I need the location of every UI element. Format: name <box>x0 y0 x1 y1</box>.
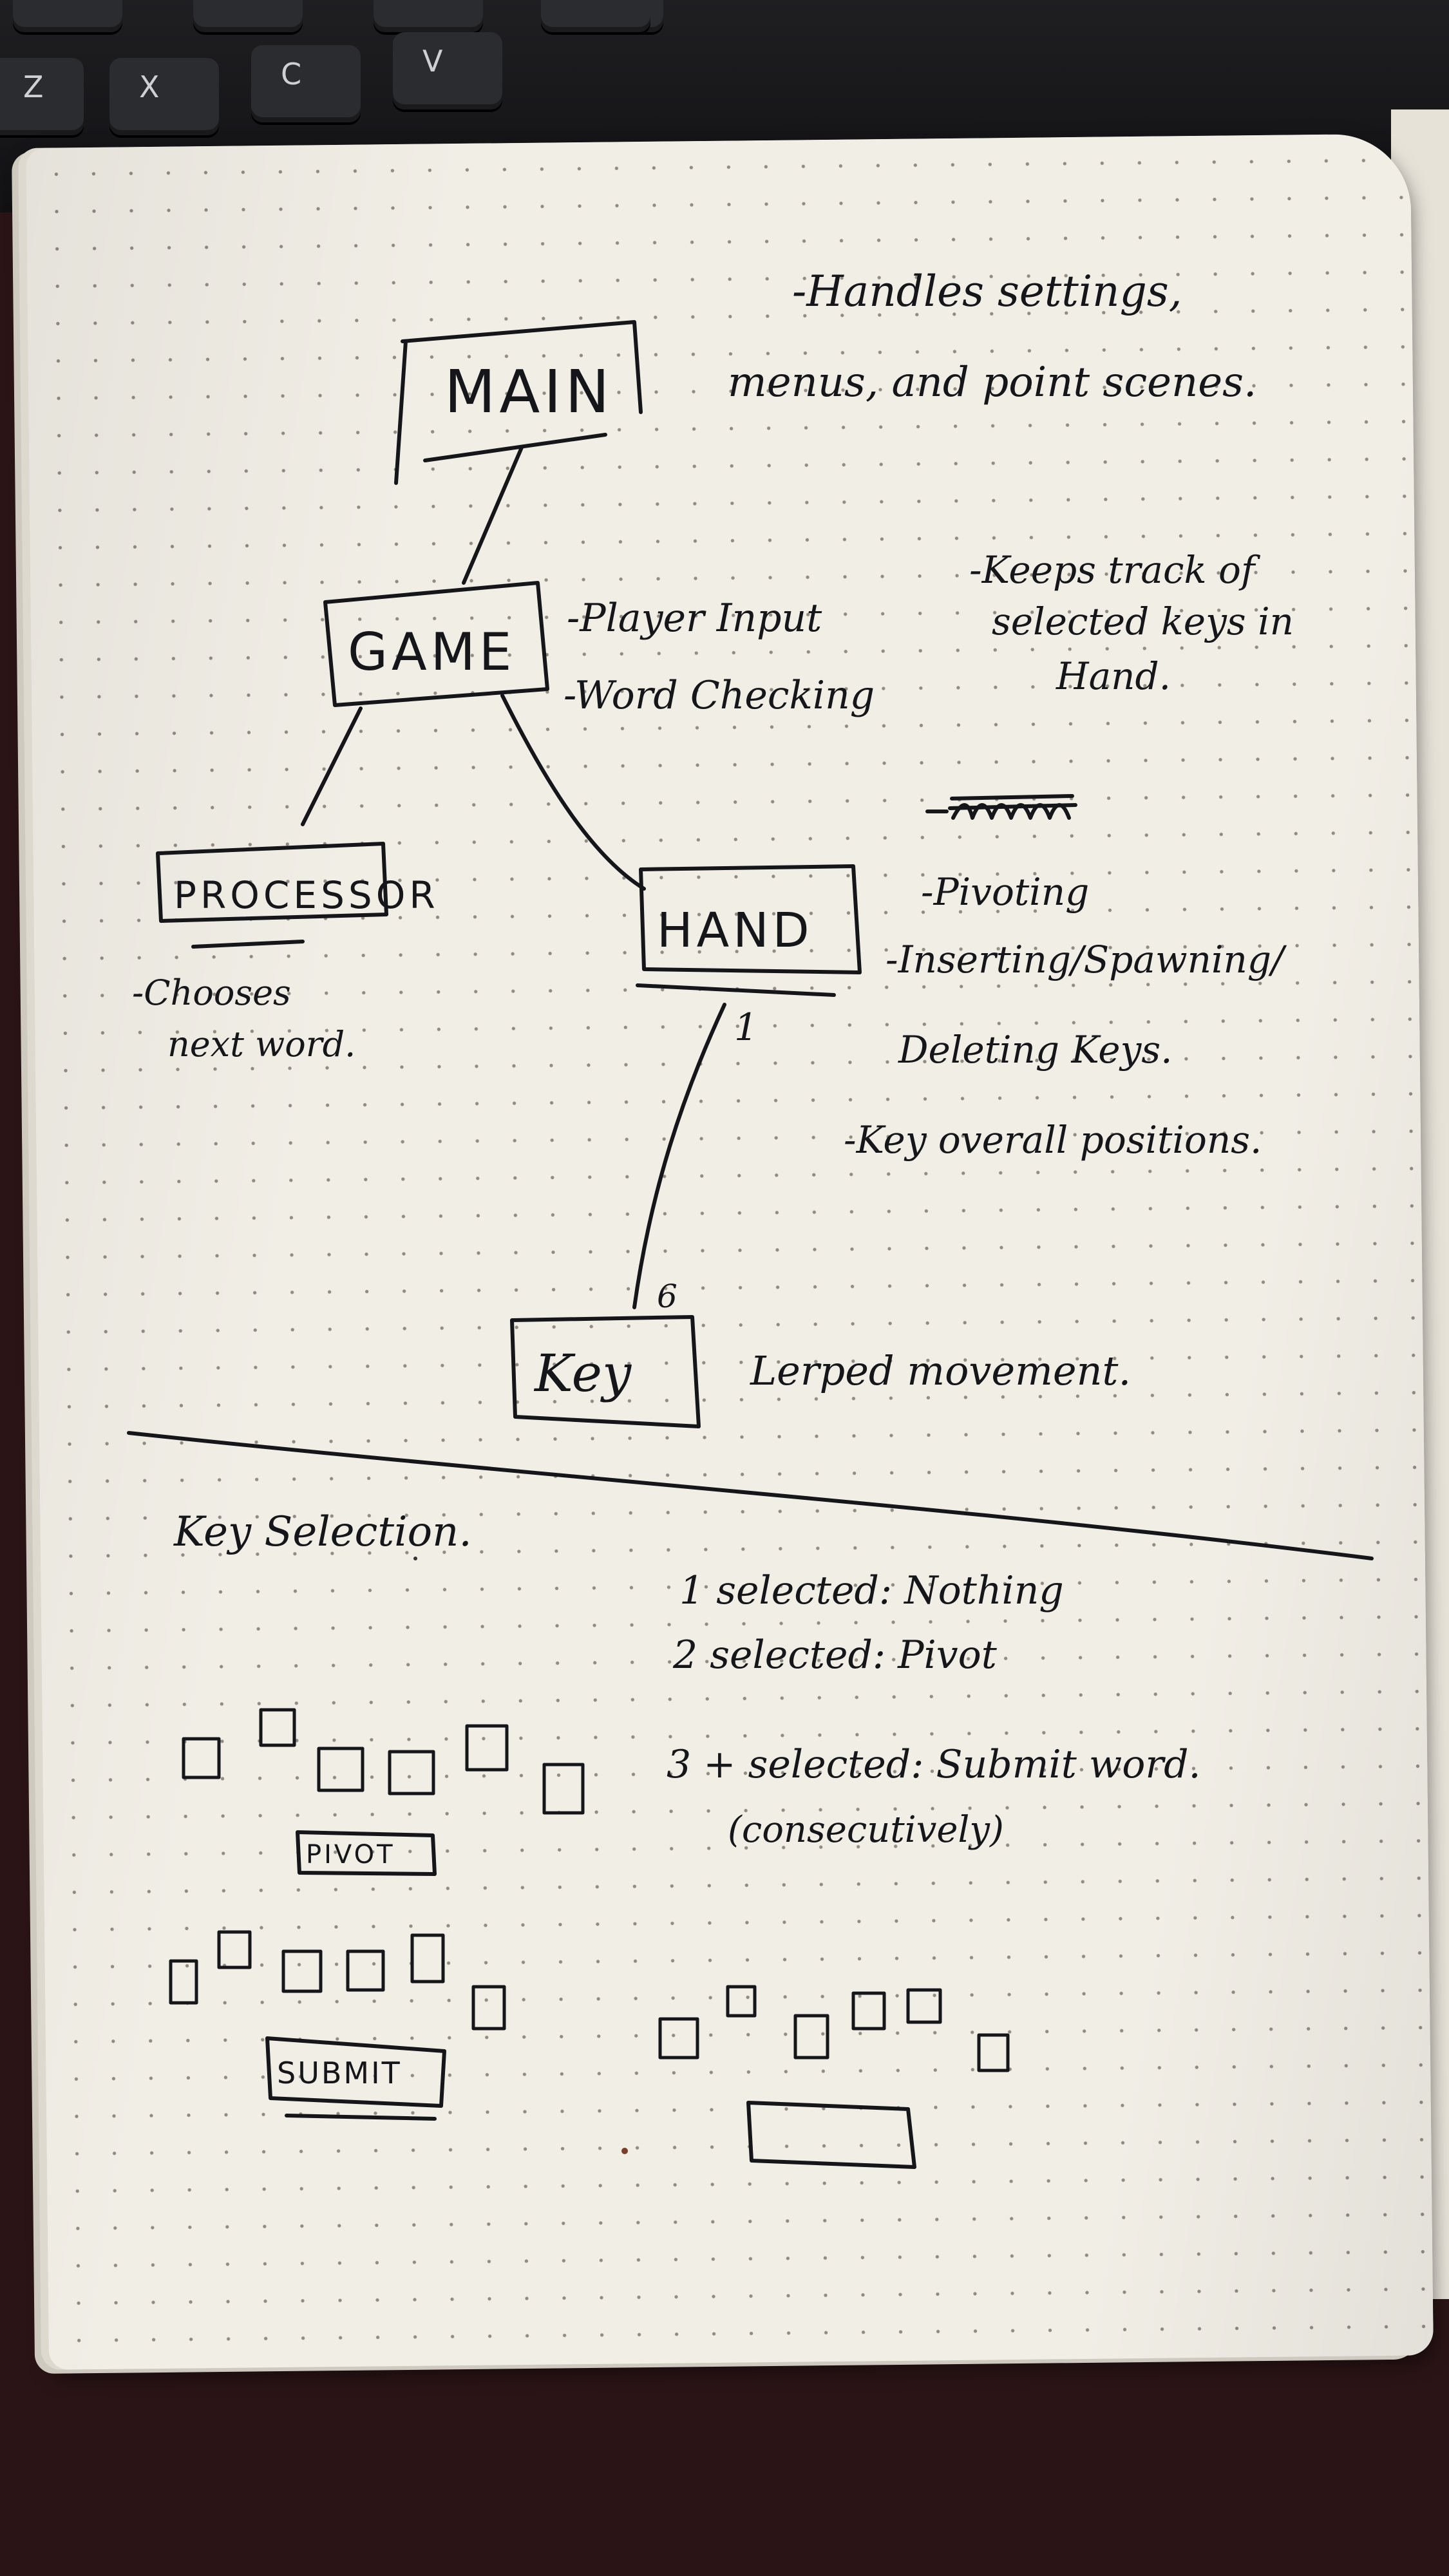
example-submit-keys <box>169 1930 506 2031</box>
submit-button-label: SUBMIT <box>277 2056 402 2090</box>
selection-rule-2: 2 selected: Pivot <box>672 1633 998 1678</box>
key-square <box>388 1750 435 1795</box>
note-game-right-2: selected keys in <box>992 600 1294 643</box>
keyboard-key-label: B <box>592 0 613 1</box>
edge-game-hand <box>500 694 646 891</box>
keyboard-key <box>374 0 483 32</box>
node-processor-label: PROCESSOR <box>174 873 439 917</box>
node-main-label: MAIN <box>444 357 613 426</box>
note-hand-2: -Inserting/Spawning/ <box>886 938 1287 981</box>
key-square <box>281 1949 323 1993</box>
node-processor: PROCESSOR <box>156 842 439 949</box>
selection-title: Key Selection. <box>173 1508 472 1556</box>
multiplicity-hand: 1 <box>734 1005 758 1049</box>
pivot-button[interactable]: PIVOT <box>296 1830 437 1876</box>
note-main-1: -Handles settings, <box>792 267 1182 316</box>
keyboard-key-label: S <box>43 0 61 1</box>
node-hand: HAND <box>636 864 862 997</box>
keyboard-key-label: Z <box>23 70 44 104</box>
example-empty-keys <box>658 1985 1010 2072</box>
keyboard-key: B <box>554 0 663 32</box>
key-square <box>851 1991 886 2031</box>
scribble-crossout-lines <box>948 794 1077 810</box>
key-square <box>169 1959 198 2005</box>
keyboard-key: S <box>13 0 122 32</box>
key-square <box>465 1724 509 1772</box>
node-key: Key <box>510 1315 701 1428</box>
node-key-label: Key <box>533 1343 632 1403</box>
note-game-right-1: -Keeps track of <box>969 548 1261 592</box>
keyboard-key <box>541 0 650 32</box>
note-game-right-3: Hand. <box>1056 654 1171 698</box>
edge-hand-key <box>632 1003 726 1309</box>
key-square <box>182 1737 221 1779</box>
example-pivot-keys <box>182 1708 585 1815</box>
selection-rule-3: 3 + selected: Submit word. <box>667 1742 1201 1787</box>
key-square <box>542 1763 585 1815</box>
note-hand-4: -Key overall positions. <box>844 1118 1262 1162</box>
key-square <box>471 1985 506 2031</box>
edge-main-game <box>462 446 524 585</box>
note-game-2: -Word Checking <box>564 673 875 718</box>
key-square <box>658 2017 699 2060</box>
note-processor-2: next word. <box>167 1024 355 1065</box>
note-game-1: -Player Input <box>567 596 822 641</box>
key-square <box>346 1949 385 1992</box>
node-game-label: GAME <box>348 622 515 682</box>
note-main-2: menus, and point scenes. <box>728 359 1256 406</box>
key-square <box>259 1708 296 1747</box>
key-square <box>410 1933 445 1984</box>
edge-game-processor <box>301 706 363 826</box>
keyboard-key-label: C <box>281 57 302 91</box>
section-divider <box>127 1431 1374 1560</box>
note-key-1: Lerped movement. <box>750 1347 1131 1394</box>
pivot-button-label: PIVOT <box>306 1840 395 1870</box>
keyboard-key: V <box>393 32 502 109</box>
key-square <box>906 1988 942 2024</box>
key-square <box>977 2033 1010 2072</box>
scribble-crossed-out <box>925 803 1071 820</box>
selection-rule-3-note: (consecutively) <box>728 1809 1004 1851</box>
key-square <box>726 1985 757 2018</box>
keyboard-key-label: V <box>422 44 443 79</box>
selection-rule-1: 1 selected: Nothing <box>679 1568 1064 1613</box>
key-square <box>793 2014 829 2060</box>
empty-button[interactable] <box>746 2101 916 2169</box>
note-processor-1: -Chooses <box>132 972 291 1013</box>
node-hand-label: HAND <box>657 903 813 958</box>
node-game: GAME <box>323 581 549 707</box>
node-main: MAIN <box>394 320 643 485</box>
key-square <box>317 1747 365 1792</box>
note-hand-3: Deleting Keys. <box>898 1028 1173 1072</box>
keyboard-key <box>193 0 303 32</box>
paper-speck <box>413 1557 417 1560</box>
key-square <box>217 1930 252 1969</box>
keyboard-key: C <box>251 45 361 122</box>
note-hand-1: -Pivoting <box>921 870 1089 914</box>
paper-speck <box>621 2148 628 2154</box>
keyboard-key: X <box>109 58 219 135</box>
keyboard-key-label: X <box>139 70 160 104</box>
submit-button[interactable]: SUBMIT <box>265 2036 446 2121</box>
multiplicity-key: 6 <box>657 1278 677 1315</box>
keyboard-key: Z <box>0 58 84 135</box>
